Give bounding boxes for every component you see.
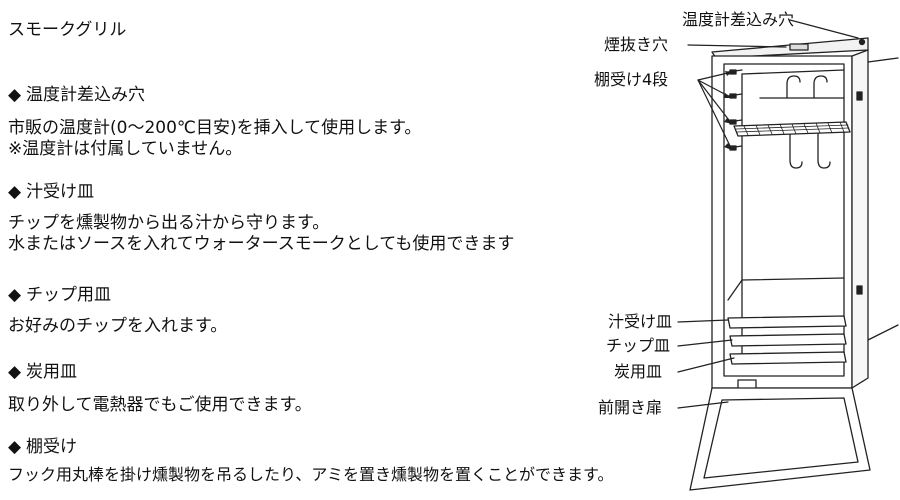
side-rivet xyxy=(856,285,863,295)
diamond-bullet-icon: ◆ xyxy=(8,362,22,382)
side-handle-bottom xyxy=(867,324,899,341)
front-door-inner xyxy=(703,397,859,479)
section-heading-shelf-supports: ◆棚受け xyxy=(8,437,77,457)
section-heading-chip-tray: ◆チップ用皿 xyxy=(8,285,111,305)
page-title: スモークグリル xyxy=(8,20,127,40)
chamber-floor-side xyxy=(727,279,743,301)
cabinet-opening xyxy=(723,63,845,377)
side-handle-top xyxy=(867,57,899,63)
callout-charcoal-tray: 炭用皿 xyxy=(614,362,663,381)
hanging-hooks xyxy=(759,75,845,169)
section-heading-charcoal-tray: ◆炭用皿 xyxy=(8,362,77,382)
callout-chip-tray: チップ皿 xyxy=(606,336,671,355)
section-line: 取り外して電熱器でもご使用できます。 xyxy=(8,395,312,415)
callout-smoke-vent: 煙抜き穴 xyxy=(604,35,669,54)
diamond-bullet-icon: ◆ xyxy=(8,182,22,202)
inner-top-edge xyxy=(741,69,845,75)
chip-tray xyxy=(729,333,847,347)
cabinet-side xyxy=(851,49,869,389)
section-line: フック用丸棒を掛け燻製物を吊るしたり、アミを置き燻製物を置くことができます。 xyxy=(8,465,614,484)
heading-text: 棚受け xyxy=(26,437,77,457)
smoke-vent xyxy=(789,43,809,51)
chamber-floor-back xyxy=(741,277,845,281)
diamond-bullet-icon: ◆ xyxy=(8,437,22,457)
heading-text: 汁受け皿 xyxy=(26,182,94,202)
leader-lines xyxy=(677,19,859,409)
section-heading-thermometer: ◆温度計差込み穴 xyxy=(8,85,145,105)
heading-text: 炭用皿 xyxy=(26,362,77,382)
callout-front-door: 前開き扉 xyxy=(598,398,663,417)
leader-arrowheads xyxy=(724,71,732,150)
charcoal-tray xyxy=(729,351,847,365)
drip-tray xyxy=(727,315,847,329)
diamond-bullet-icon: ◆ xyxy=(8,285,22,305)
front-door xyxy=(689,387,871,491)
callout-thermometer-hole: 温度計差込み穴 xyxy=(682,10,795,29)
section-line: チップを燻製物から出る汁から守ります。 xyxy=(8,213,330,233)
callout-shelf-supports: 棚受け4段 xyxy=(594,70,669,89)
grill-mesh-shelf xyxy=(733,121,851,137)
section-line: お好みのチップを入れます。 xyxy=(8,316,228,336)
side-rivet xyxy=(856,91,863,101)
diamond-bullet-icon: ◆ xyxy=(8,85,22,105)
callout-drip-tray: 汁受け皿 xyxy=(608,312,673,331)
cabinet-front xyxy=(711,55,853,389)
heading-text: 温度計差込み穴 xyxy=(26,85,145,105)
section-line: 水またはソースを入れてウォータースモークとしても使用できます xyxy=(8,234,515,254)
heading-text: チップ用皿 xyxy=(26,285,111,305)
section-line: ※温度計は付属していません。 xyxy=(8,139,243,159)
section-line: 市販の温度計(0～200℃目安)を挿入して使用します。 xyxy=(8,118,422,138)
section-heading-drip-tray: ◆汁受け皿 xyxy=(8,182,94,202)
shelf-supports xyxy=(727,69,743,151)
thermometer-hole xyxy=(858,38,866,46)
